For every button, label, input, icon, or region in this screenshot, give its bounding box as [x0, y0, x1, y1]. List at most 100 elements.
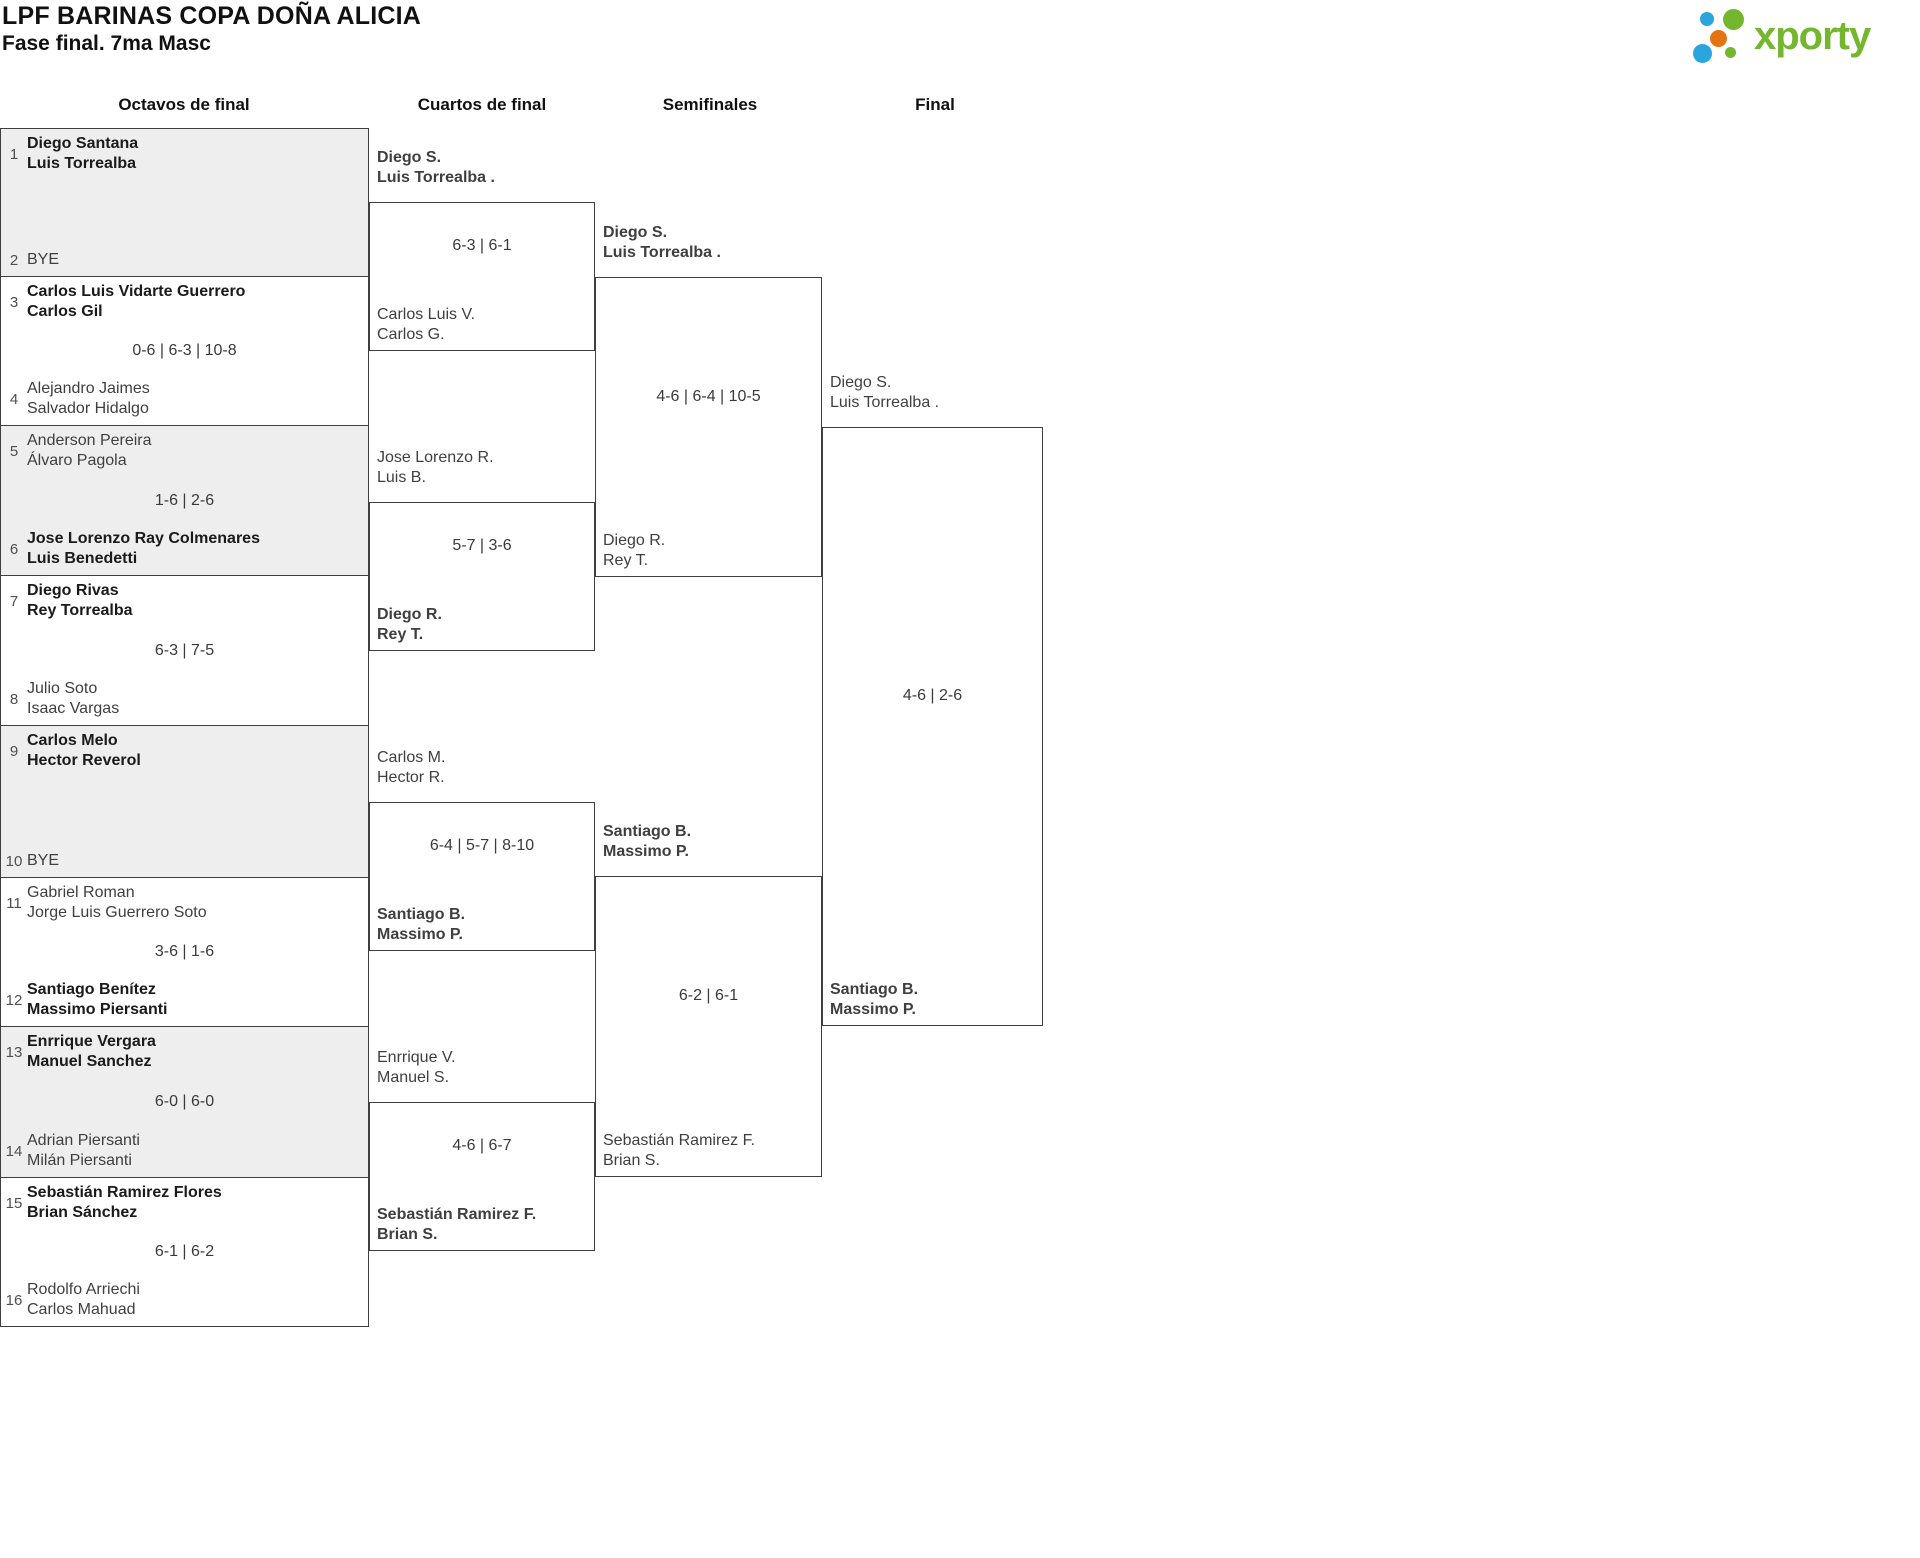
match-score: 6-0 | 6-0	[154, 1093, 215, 1110]
seed-number: 6	[9, 540, 19, 558]
qf1-team-a: Diego S.Luis Torrealba .	[377, 149, 495, 186]
round-header-final: Final	[915, 95, 955, 114]
match-score: 6-1 | 6-2	[154, 1243, 215, 1260]
qf-match-4-box	[369, 1102, 595, 1251]
final-match-box	[822, 427, 1043, 1026]
seed-number: 13	[5, 1043, 23, 1061]
sf2-team-b: Sebastián Ramirez F.Brian S.	[603, 1132, 756, 1169]
match-score: 3-6 | 1-6	[154, 943, 215, 960]
qf-match-1-box	[369, 202, 595, 351]
sf1-team-b: Diego R.Rey T.	[603, 532, 666, 569]
seed-number: 14	[5, 1142, 23, 1160]
seed-number: 11	[6, 894, 22, 912]
team-name: BYE	[27, 251, 60, 268]
round-header-cuartos: Cuartos de final	[417, 95, 547, 114]
logo-dot-orange-icon	[1710, 30, 1727, 47]
qf2-team-a: Jose Lorenzo R.Luis B.	[377, 449, 494, 486]
phase-subtitle: Fase final. 7ma Masc	[2, 32, 211, 55]
qf1-score: 6-3 | 6-1	[452, 237, 512, 254]
sf-match-1-box	[595, 277, 822, 577]
logo-dot-green-large-icon	[1723, 9, 1744, 30]
seed-number: 8	[9, 690, 19, 708]
qf4-team-a: Enrrique V.Manuel S.	[377, 1049, 456, 1086]
xporty-logo[interactable]: xporty	[1690, 6, 1915, 72]
team-row: 10 BYE	[1, 851, 368, 871]
logo-dot-blue-large-icon	[1693, 44, 1712, 63]
seed-number: 10	[5, 852, 23, 870]
match-score	[1, 801, 368, 822]
qf2-team-b: Diego R.Rey T.	[377, 606, 442, 643]
qf3-team-b: Santiago B.Massimo P.	[377, 906, 466, 943]
seed-number: 16	[5, 1291, 23, 1309]
sf-match-2-box	[595, 876, 822, 1177]
qf2-score: 5-7 | 3-6	[452, 537, 512, 554]
seed-number: 5	[9, 442, 19, 460]
match-score: 1-6 | 2-6	[154, 491, 215, 509]
qf-match-2-box	[369, 502, 595, 651]
logo-wordmark: xporty	[1754, 14, 1871, 58]
final-score: 4-6 | 2-6	[902, 687, 963, 704]
sf1-score: 4-6 | 6-4 | 10-5	[656, 388, 761, 405]
sf1-team-a: Diego S.Luis Torrealba .	[603, 224, 721, 261]
match-score: 0-6 | 6-3 | 10-8	[132, 342, 237, 359]
team-name: BYE	[27, 852, 60, 869]
logo-dot-blue-small-icon	[1700, 12, 1714, 26]
seed-number: 2	[9, 251, 19, 269]
seed-number: 9	[9, 742, 19, 760]
logo-dot-green-small-icon	[1725, 47, 1736, 58]
sf2-score: 6-2 | 6-1	[678, 987, 739, 1004]
seed-number: 3	[9, 293, 19, 311]
seed-number: 7	[9, 592, 19, 610]
qf4-score: 4-6 | 6-7	[452, 1137, 512, 1154]
final-team-a: Diego S.Luis Torrealba .	[830, 374, 940, 411]
qf3-score: 6-4 | 5-7 | 8-10	[429, 837, 535, 854]
seed-number: 15	[5, 1194, 23, 1212]
qf4-team-b: Sebastián Ramirez F.Brian S.	[377, 1206, 537, 1243]
qf3-team-a: Carlos M.Hector R.	[377, 749, 446, 786]
team-row: 2 BYE	[1, 250, 368, 270]
qf-match-3-box	[369, 802, 595, 951]
sf2-team-a: Santiago B.Massimo P.	[603, 823, 692, 860]
match-score: 6-3 | 7-5	[154, 641, 215, 659]
round-header-octavos: Octavos de final	[118, 95, 250, 114]
seed-number: 12	[5, 991, 23, 1009]
tournament-title: LPF BARINAS COPA DOÑA ALICIA	[2, 2, 422, 30]
final-team-b: Santiago B.Massimo P.	[830, 981, 919, 1018]
match-score	[1, 202, 368, 223]
